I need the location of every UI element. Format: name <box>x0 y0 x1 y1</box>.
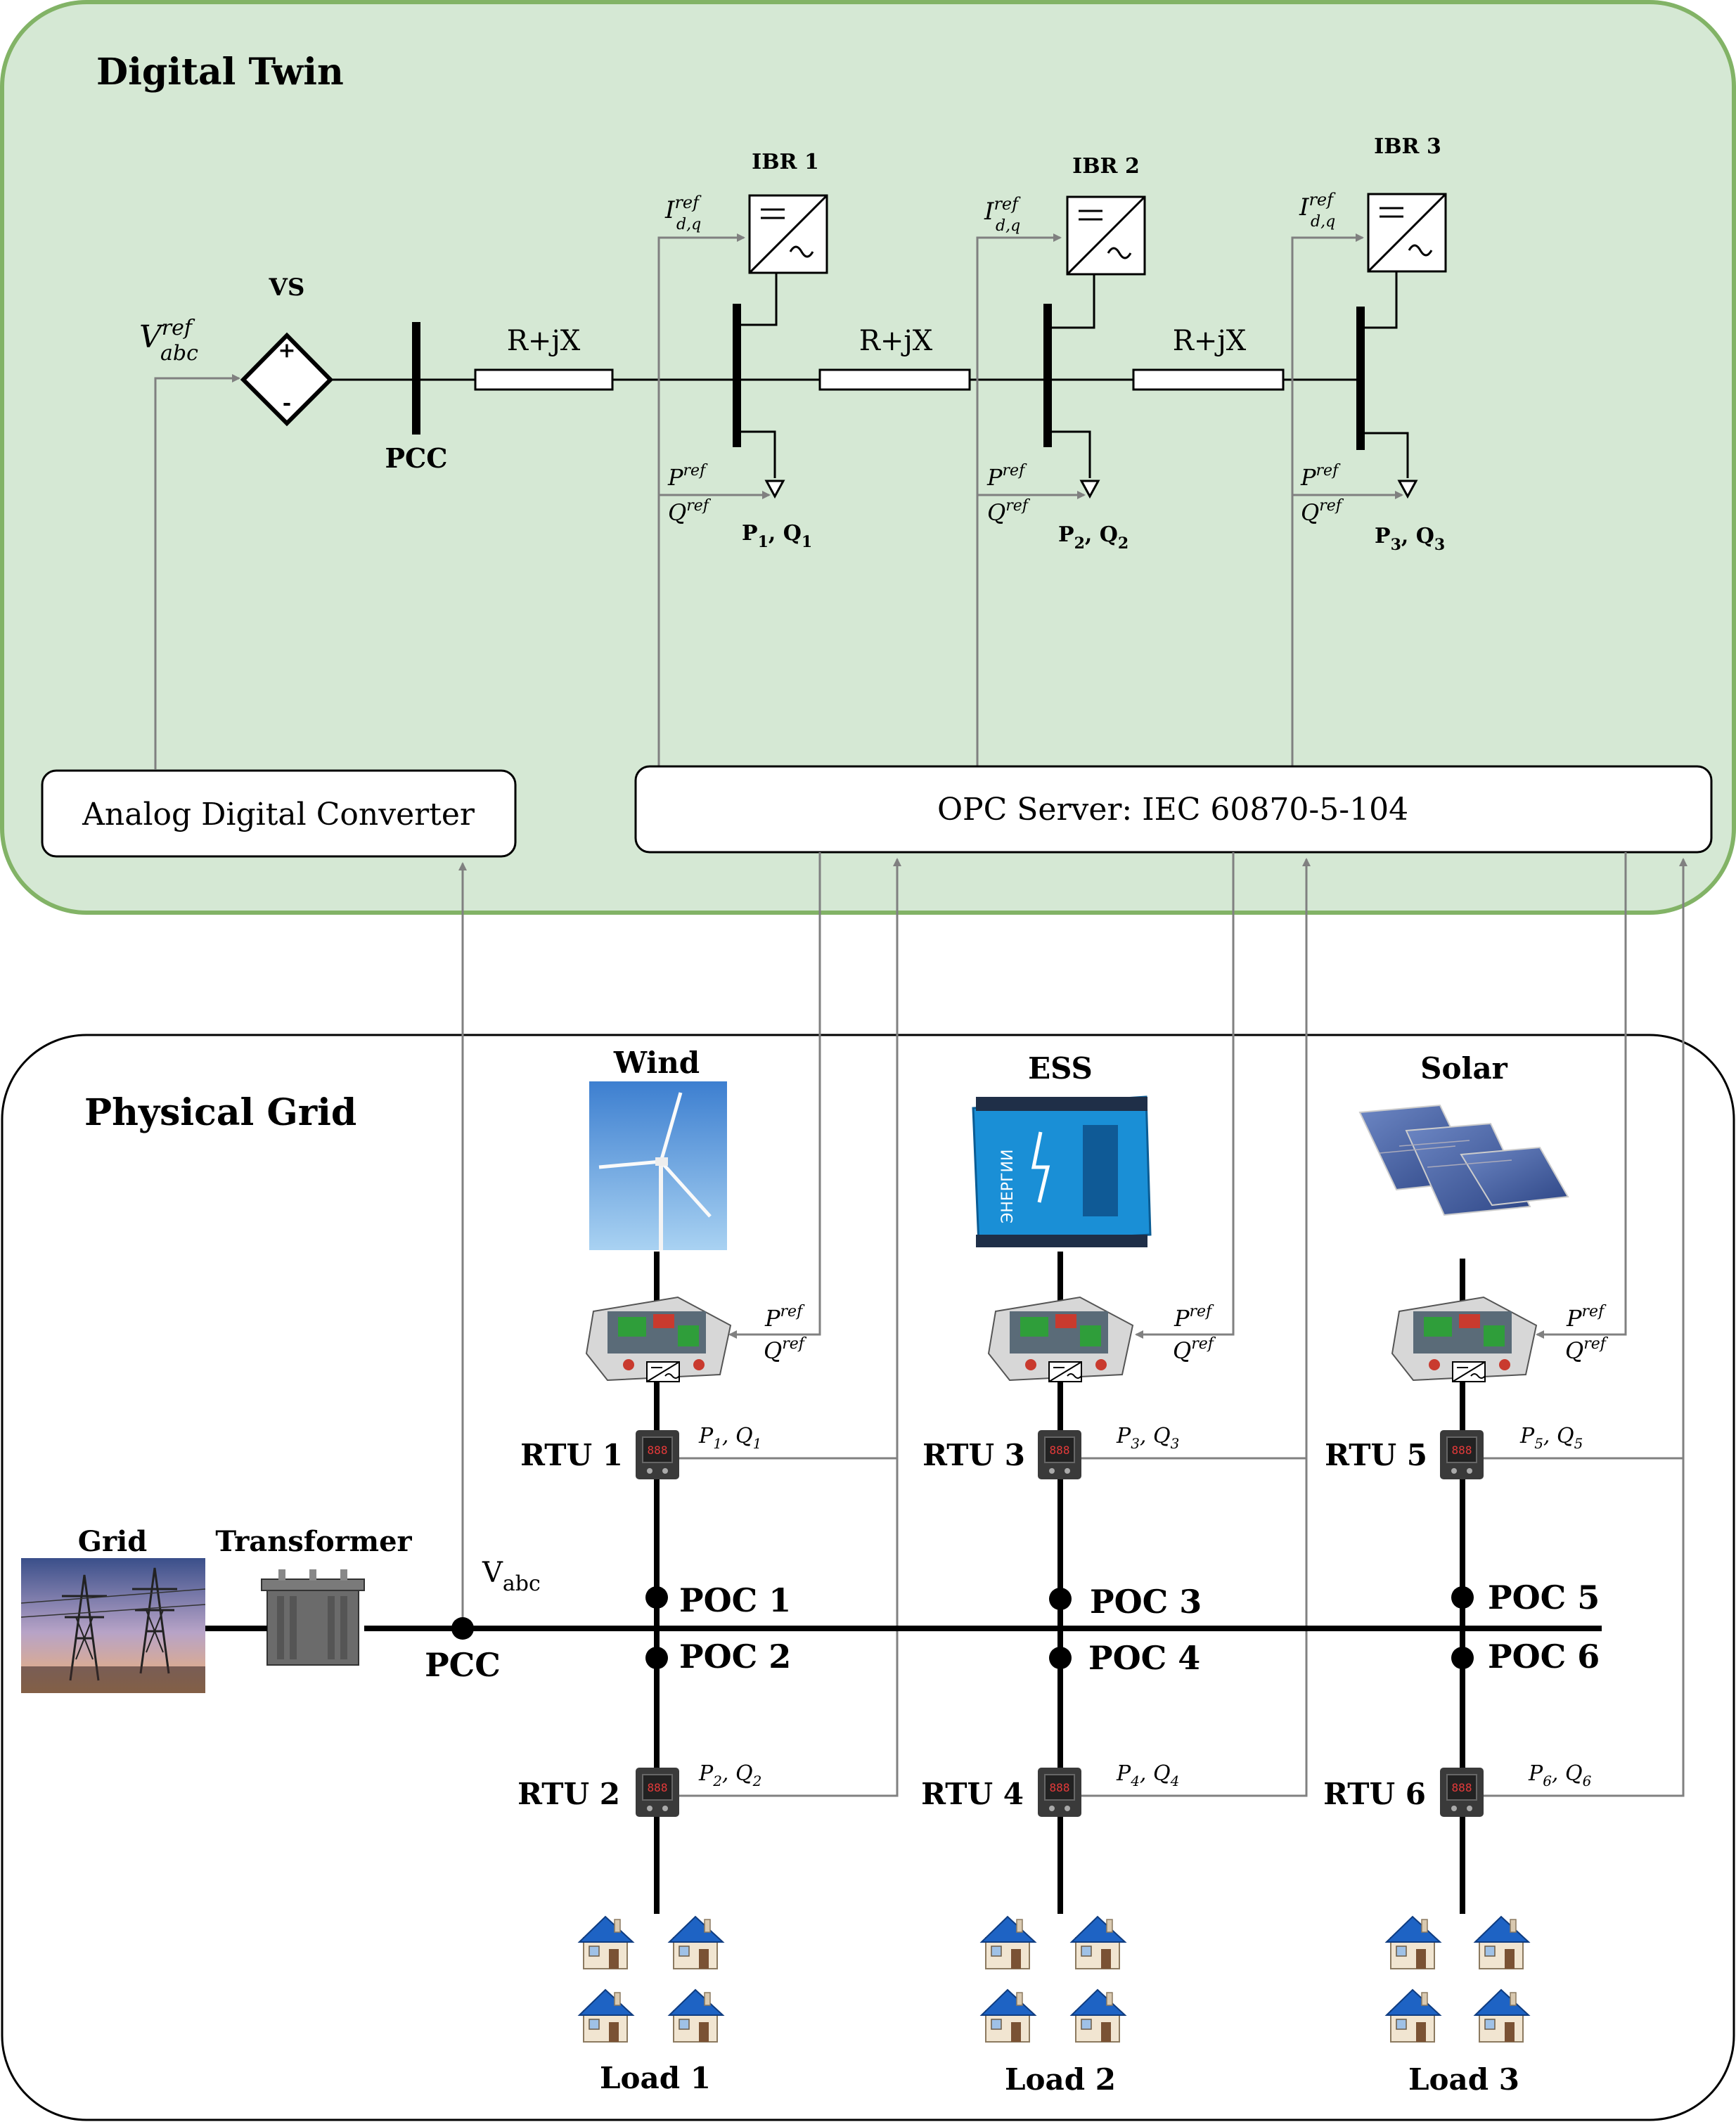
pcc-label-twin: PCC <box>385 442 447 474</box>
pcc-label-grid: PCC <box>425 1646 501 1684</box>
svg-text:Pref: Pref <box>1300 462 1341 491</box>
physical-grid-title: Physical Grid <box>84 1091 356 1134</box>
ibr3-icon <box>1367 193 1447 273</box>
rtu-2-label: RTU 2 <box>517 1777 620 1811</box>
digital-twin-panel <box>0 0 1736 915</box>
ibr1-icon <box>748 194 828 274</box>
adc-label: Analog Digital Converter <box>82 797 475 832</box>
poc-6-label: POC 6 <box>1488 1638 1600 1676</box>
voltage-source-icon <box>240 332 334 427</box>
svg-text:Qref: Qref <box>1565 1335 1609 1364</box>
svg-text:d,q: d,q <box>1311 213 1335 231</box>
svg-text:Qref: Qref <box>1301 497 1344 526</box>
svg-text:Iref: Iref <box>984 194 1021 226</box>
svg-text:+: + <box>278 338 295 363</box>
solar-label: Solar <box>1420 1051 1508 1086</box>
rtu-4-meas: P4, Q4 <box>1116 1761 1179 1789</box>
impedance-1 <box>474 368 614 391</box>
iref-label-3: Iref d,q <box>1299 190 1336 231</box>
load-1-label: Load 1 <box>600 2061 711 2095</box>
load-3-label: Load 3 <box>1408 2062 1519 2097</box>
rtu-4-icon <box>1037 1767 1082 1818</box>
svg-text:R+jX: R+jX <box>859 325 933 357</box>
rtu-3-label: RTU 3 <box>922 1438 1025 1472</box>
pq-ref-label-3: Pref Qref <box>1300 462 1344 526</box>
pcc-node <box>451 1617 474 1640</box>
rtu-5-icon <box>1439 1429 1484 1480</box>
rtu-1-icon <box>635 1429 680 1480</box>
svg-text:Iref: Iref <box>664 193 702 224</box>
pq-ref-label-2: Pref Qref <box>986 462 1031 526</box>
svg-text:R+jX: R+jX <box>1173 325 1247 357</box>
rtu-5-meas: P5, Q5 <box>1519 1424 1583 1452</box>
poc-4-label: POC 4 <box>1088 1639 1200 1677</box>
ibr3-label: IBR 3 <box>1374 134 1441 159</box>
svg-text:P1, Q1: P1, Q1 <box>742 521 812 551</box>
rtu-5-label: RTU 5 <box>1325 1438 1427 1472</box>
rtu-2-meas: P2, Q2 <box>698 1761 761 1789</box>
vs-label: VS <box>269 274 305 302</box>
rtu-6-label: RTU 6 <box>1323 1777 1426 1811</box>
adc-box <box>41 769 517 858</box>
digital-twin-title: Digital Twin <box>96 51 344 94</box>
svg-text:Pref: Pref <box>667 462 708 491</box>
rtu-2-icon <box>635 1767 680 1818</box>
svg-text:Iref: Iref <box>1299 190 1336 221</box>
iref-label-1: Iref d,q <box>664 193 702 233</box>
rtu-6-meas: P6, Q6 <box>1528 1761 1592 1789</box>
grid-pq-ref-1: Pref Qref <box>764 1303 807 1364</box>
physical-grid-panel <box>1 1034 1735 2121</box>
svg-text:-: - <box>283 391 291 416</box>
svg-text:d,q: d,q <box>676 216 701 233</box>
grid-label: Grid <box>78 1525 147 1558</box>
svg-text:Pref: Pref <box>1174 1303 1214 1332</box>
poc-3-label: POC 3 <box>1090 1583 1202 1621</box>
ibr2-label: IBR 2 <box>1072 154 1140 179</box>
poc-2-label: POC 2 <box>679 1638 791 1676</box>
svg-text:P2, Q2: P2, Q2 <box>1058 522 1129 553</box>
svg-text:Qref: Qref <box>668 497 712 526</box>
svg-text:d,q: d,q <box>996 217 1020 235</box>
transformer-icon <box>261 1569 365 1666</box>
solar-panel-image <box>1358 1104 1569 1216</box>
svg-text:R+jX: R+jX <box>507 325 581 357</box>
pq-ref-label-1: Pref Qref <box>667 462 712 526</box>
svg-text:abc: abc <box>160 341 198 366</box>
vref-label: Vref <box>139 316 195 355</box>
grid-pq-ref-2: Pref Qref <box>1173 1303 1216 1364</box>
rtu-1-label: RTU 1 <box>520 1438 623 1472</box>
svg-text:P3, Q3: P3, Q3 <box>1375 524 1445 554</box>
svg-text:Qref: Qref <box>764 1335 807 1364</box>
ibr2-icon <box>1066 195 1146 276</box>
poc-1-label: POC 1 <box>679 1581 791 1619</box>
poc-5-label: POC 5 <box>1488 1578 1600 1616</box>
opc-server-label: OPC Server: IEC 60870-5-104 <box>937 792 1408 828</box>
transformer-label: Transformer <box>215 1525 412 1558</box>
rtu-6-icon <box>1439 1767 1484 1818</box>
ess-image: ЭНЕРГИИ <box>972 1095 1152 1247</box>
rtu-3-icon <box>1037 1429 1082 1480</box>
wind-turbine-image <box>589 1081 727 1250</box>
rtu-4-label: RTU 4 <box>921 1777 1024 1811</box>
vabc-label: Vabc <box>482 1557 541 1596</box>
svg-text:Pref: Pref <box>764 1303 805 1332</box>
opc-server-box <box>634 765 1713 854</box>
svg-text:Pref: Pref <box>1566 1303 1607 1332</box>
svg-text:Pref: Pref <box>986 462 1027 491</box>
svg-text:ЭНЕРГИИ: ЭНЕРГИИ <box>999 1150 1017 1223</box>
rtu-1-meas: P1, Q1 <box>698 1424 761 1452</box>
svg-text:Qref: Qref <box>987 497 1031 526</box>
impedance-3 <box>1132 368 1285 391</box>
wind-label: Wind <box>613 1046 700 1080</box>
iref-label-2: Iref d,q <box>984 194 1021 235</box>
grid-image <box>20 1558 206 1693</box>
svg-text:Qref: Qref <box>1173 1335 1216 1364</box>
ibr1-label: IBR 1 <box>752 150 819 174</box>
impedance-2 <box>818 368 971 391</box>
rtu-3-meas: P3, Q3 <box>1116 1424 1179 1452</box>
ess-label: ESS <box>1028 1051 1093 1086</box>
grid-pq-ref-3: Pref Qref <box>1565 1303 1609 1364</box>
load-2-label: Load 2 <box>1005 2062 1116 2097</box>
